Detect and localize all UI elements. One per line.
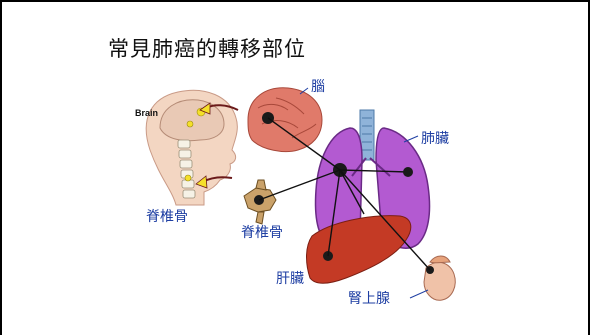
vertebra-illustration bbox=[244, 180, 276, 224]
brain-illustration bbox=[248, 88, 322, 152]
label-spine-left: 脊椎骨 bbox=[146, 206, 188, 226]
label-brain: 腦 bbox=[311, 76, 325, 96]
label-lung: 肺臟 bbox=[421, 128, 449, 148]
head-brain-label: Brain bbox=[135, 108, 158, 118]
adrenal-illustration bbox=[424, 256, 455, 300]
head-profile-illustration bbox=[146, 90, 238, 205]
label-liver: 肝臟 bbox=[276, 268, 304, 288]
label-adrenal: 腎上腺 bbox=[348, 288, 390, 308]
lung-tumor-dot bbox=[403, 167, 413, 177]
label-spine-right: 脊椎骨 bbox=[241, 222, 283, 242]
